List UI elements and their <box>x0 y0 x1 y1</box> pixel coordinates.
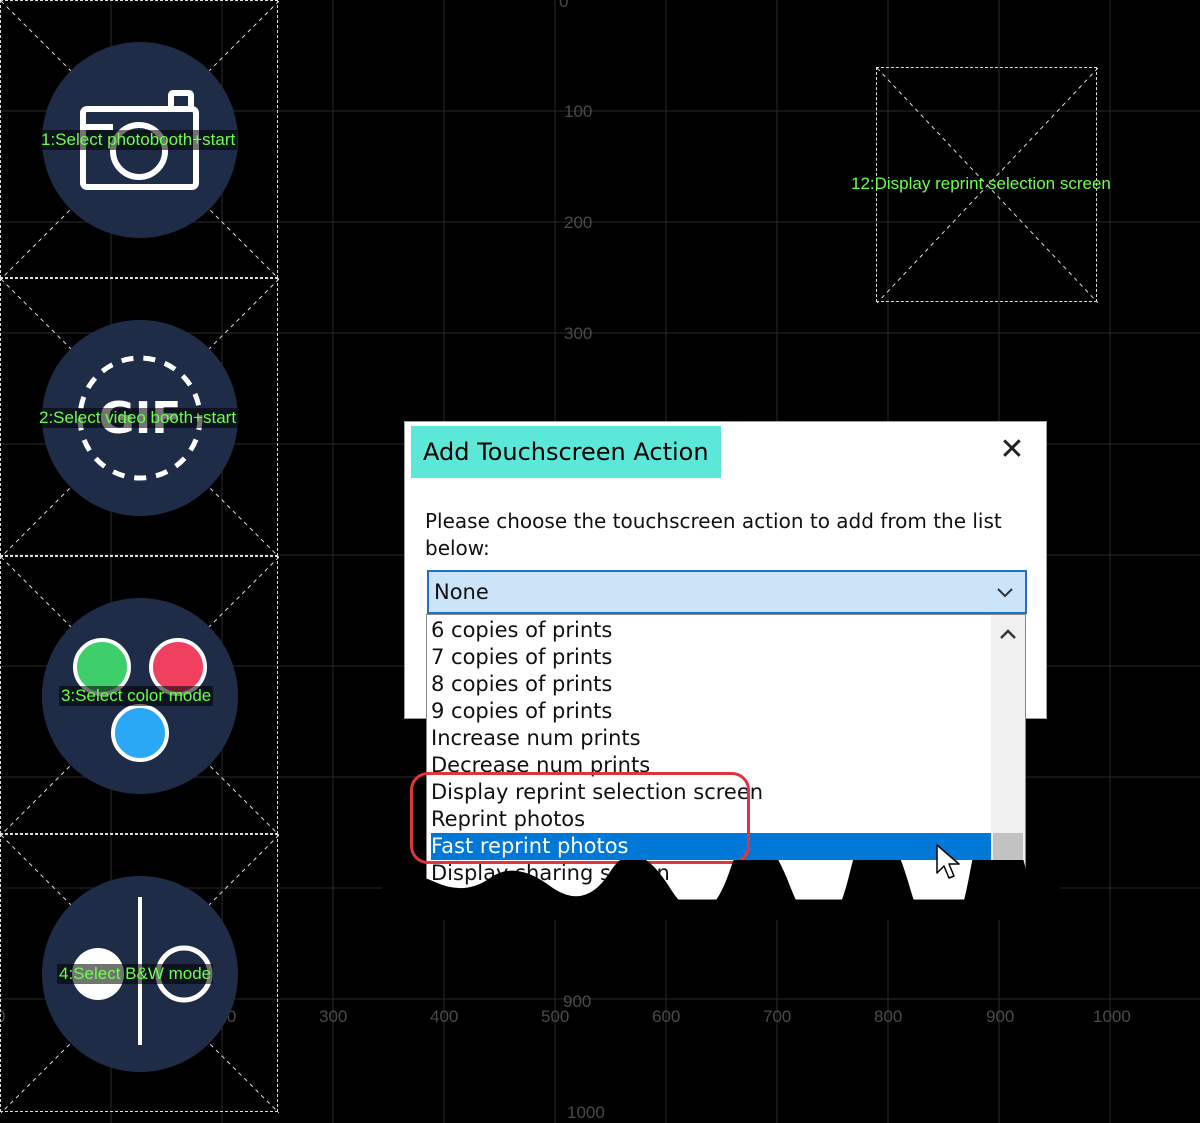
placeholder-cross <box>1 279 279 557</box>
touch-action-tile-color-mode[interactable]: 3:Select color mode <box>0 556 279 835</box>
x-tick-500: 500 <box>541 1007 570 1026</box>
placeholder-cross <box>1 557 279 835</box>
mouse-cursor-icon <box>936 844 960 879</box>
placeholder-cross <box>1 835 279 1113</box>
touch-action-tile-videobooth[interactable]: GIF 2:Select video booth+start <box>0 278 279 557</box>
x-tick-700: 700 <box>763 1007 792 1026</box>
y-tick-900: 900 <box>563 992 592 1011</box>
y-tick-1000: 1000 <box>567 1103 605 1122</box>
list-item[interactable]: Reprint photos <box>431 807 586 831</box>
dialog-titlebar: Add Touchscreen Action ✕ <box>405 422 1046 480</box>
list-scrollbar[interactable] <box>991 615 1025 899</box>
action-dropdown[interactable]: None <box>427 570 1027 614</box>
list-item[interactable]: 6 copies of prints <box>431 618 613 642</box>
tile-label: 2:Select video booth+start <box>37 408 239 428</box>
scroll-up-icon[interactable] <box>991 621 1025 647</box>
x-tick-0: 0 <box>0 1007 6 1026</box>
x-tick-800: 800 <box>874 1007 903 1026</box>
placeholder-cross <box>1 1 279 279</box>
close-button[interactable]: ✕ <box>999 432 1025 467</box>
dialog-prompt: Please choose the touchscreen action to … <box>425 509 1002 560</box>
tile-label: 3:Select color mode <box>59 686 214 706</box>
touch-action-tile-bw-mode[interactable]: 4:Select B&W mode <box>0 834 279 1113</box>
x-tick-600: 600 <box>652 1007 681 1026</box>
touch-action-tile-reprint-selection[interactable] <box>876 67 1098 303</box>
chevron-down-icon <box>995 572 1015 627</box>
dialog-title: Add Touchscreen Action <box>411 426 721 478</box>
y-tick-200: 200 <box>564 213 593 232</box>
list-item[interactable]: 7 copies of prints <box>431 645 613 669</box>
x-tick-900: 900 <box>986 1007 1015 1026</box>
y-tick-0: 0 <box>559 0 569 11</box>
x-tick-300: 300 <box>319 1007 348 1026</box>
tile-label: 12:Display reprint selection screen <box>851 174 1111 193</box>
tile-label: 4:Select B&W mode <box>57 964 214 984</box>
list-item[interactable]: 8 copies of prints <box>431 672 613 696</box>
y-tick-300: 300 <box>564 324 593 343</box>
list-item[interactable]: Increase num prints <box>431 726 641 750</box>
highlight-annotation <box>410 772 750 864</box>
action-dropdown-list[interactable]: 6 copies of prints 7 copies of prints 8 … <box>426 614 1026 900</box>
x-tick-400: 400 <box>430 1007 459 1026</box>
y-tick-100: 100 <box>564 102 593 121</box>
dropdown-value: None <box>434 580 489 604</box>
tile-label: 1:Select photobooth+start <box>39 130 238 150</box>
torn-edge <box>380 860 1060 920</box>
list-item[interactable]: 9 copies of prints <box>431 699 613 723</box>
placeholder-cross <box>877 68 1098 303</box>
list-item-selected[interactable]: Fast reprint photos <box>431 833 991 860</box>
list-item[interactable]: Display reprint selection screen <box>431 780 764 804</box>
x-tick-1000: 1000 <box>1093 1007 1131 1026</box>
touch-action-tile-photobooth[interactable]: 1:Select photobooth+start <box>0 0 279 279</box>
